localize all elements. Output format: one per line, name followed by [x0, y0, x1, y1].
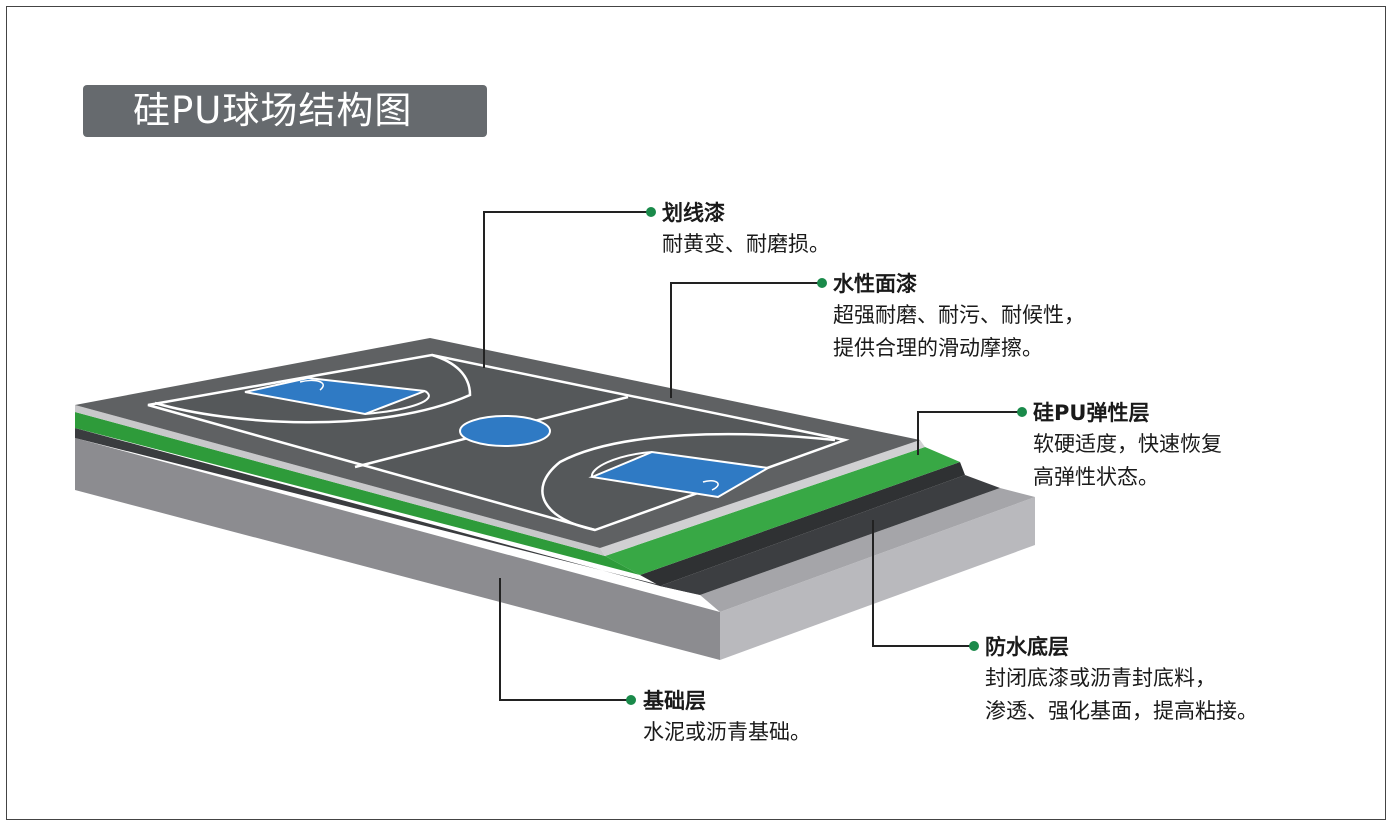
- right-free-throw-arc: [590, 451, 653, 478]
- leader-line-foundation: [499, 578, 628, 701]
- diagram-title: 硅PU球场结构图: [83, 85, 487, 137]
- callout-title: 防水底层: [985, 635, 1069, 659]
- callout-dot-line-paint: [646, 207, 656, 217]
- leader-line-silicon-pu: [917, 411, 1020, 455]
- callout-dot-waterproof: [969, 641, 979, 651]
- surface-edge-right: [600, 440, 925, 556]
- callout-water-topcoat: 水性面漆 超强耐磨、耐污、耐候性， 提供合理的滑动摩擦。: [833, 269, 1085, 365]
- callout-dot-water-topcoat: [817, 278, 827, 288]
- callout-title: 基础层: [643, 689, 706, 713]
- callout-waterproof-primer: 防水底层 封闭底漆或沥青封底料， 渗透、强化基面，提高粘接。: [985, 632, 1258, 728]
- left-free-throw-arc: [364, 390, 430, 415]
- waterproof-layer-strip: [640, 462, 965, 586]
- leader-line-line-paint: [483, 211, 648, 368]
- callout-title: 水性面漆: [833, 272, 917, 296]
- green-layer-front: [75, 412, 640, 575]
- base-layer-top-face: [700, 488, 1035, 612]
- center-circle: [459, 415, 551, 447]
- callout-text: 高弹性状态。: [1033, 465, 1159, 489]
- callout-silicon-pu-elastic: 硅PU弹性层 软硬适度，快速恢复 高弹性状态。: [1033, 398, 1222, 494]
- callout-text: 提供合理的滑动摩擦。: [833, 336, 1043, 360]
- left-basket-arc: [299, 379, 324, 391]
- callout-text: 超强耐磨、耐污、耐候性，: [833, 303, 1085, 327]
- callout-text: 软硬适度，快速恢复: [1033, 432, 1222, 456]
- right-basket-arc: [702, 479, 719, 491]
- callout-foundation: 基础层 水泥或沥青基础。: [643, 686, 811, 749]
- callout-title: 划线漆: [662, 201, 725, 225]
- leader-line-waterproof: [872, 520, 970, 647]
- left-three-point-arc: [154, 353, 472, 424]
- base-layer-right-face: [720, 497, 1035, 660]
- right-key: [588, 450, 772, 499]
- callout-line-paint: 划线漆 耐黄变、耐磨损。: [662, 198, 830, 261]
- base-layer-front-face: [75, 438, 720, 660]
- green-layer-top: [605, 447, 960, 575]
- callout-dot-silicon-pu: [1017, 407, 1027, 417]
- callout-text: 封闭底漆或沥青封底料，: [985, 666, 1216, 690]
- callout-title: 硅PU弹性层: [1033, 401, 1150, 425]
- right-three-point-arc: [541, 432, 836, 532]
- callout-dot-foundation: [626, 695, 636, 705]
- surface-edge: [75, 405, 605, 556]
- callout-text: 耐黄变、耐磨损。: [662, 232, 830, 256]
- callout-text: 水泥或沥青基础。: [643, 720, 811, 744]
- outer-frame: [6, 6, 1386, 820]
- callout-text: 渗透、强化基面，提高粘接。: [985, 699, 1258, 723]
- waterproof-layer-top: [660, 475, 1000, 595]
- leader-line-water-topcoat: [670, 282, 820, 398]
